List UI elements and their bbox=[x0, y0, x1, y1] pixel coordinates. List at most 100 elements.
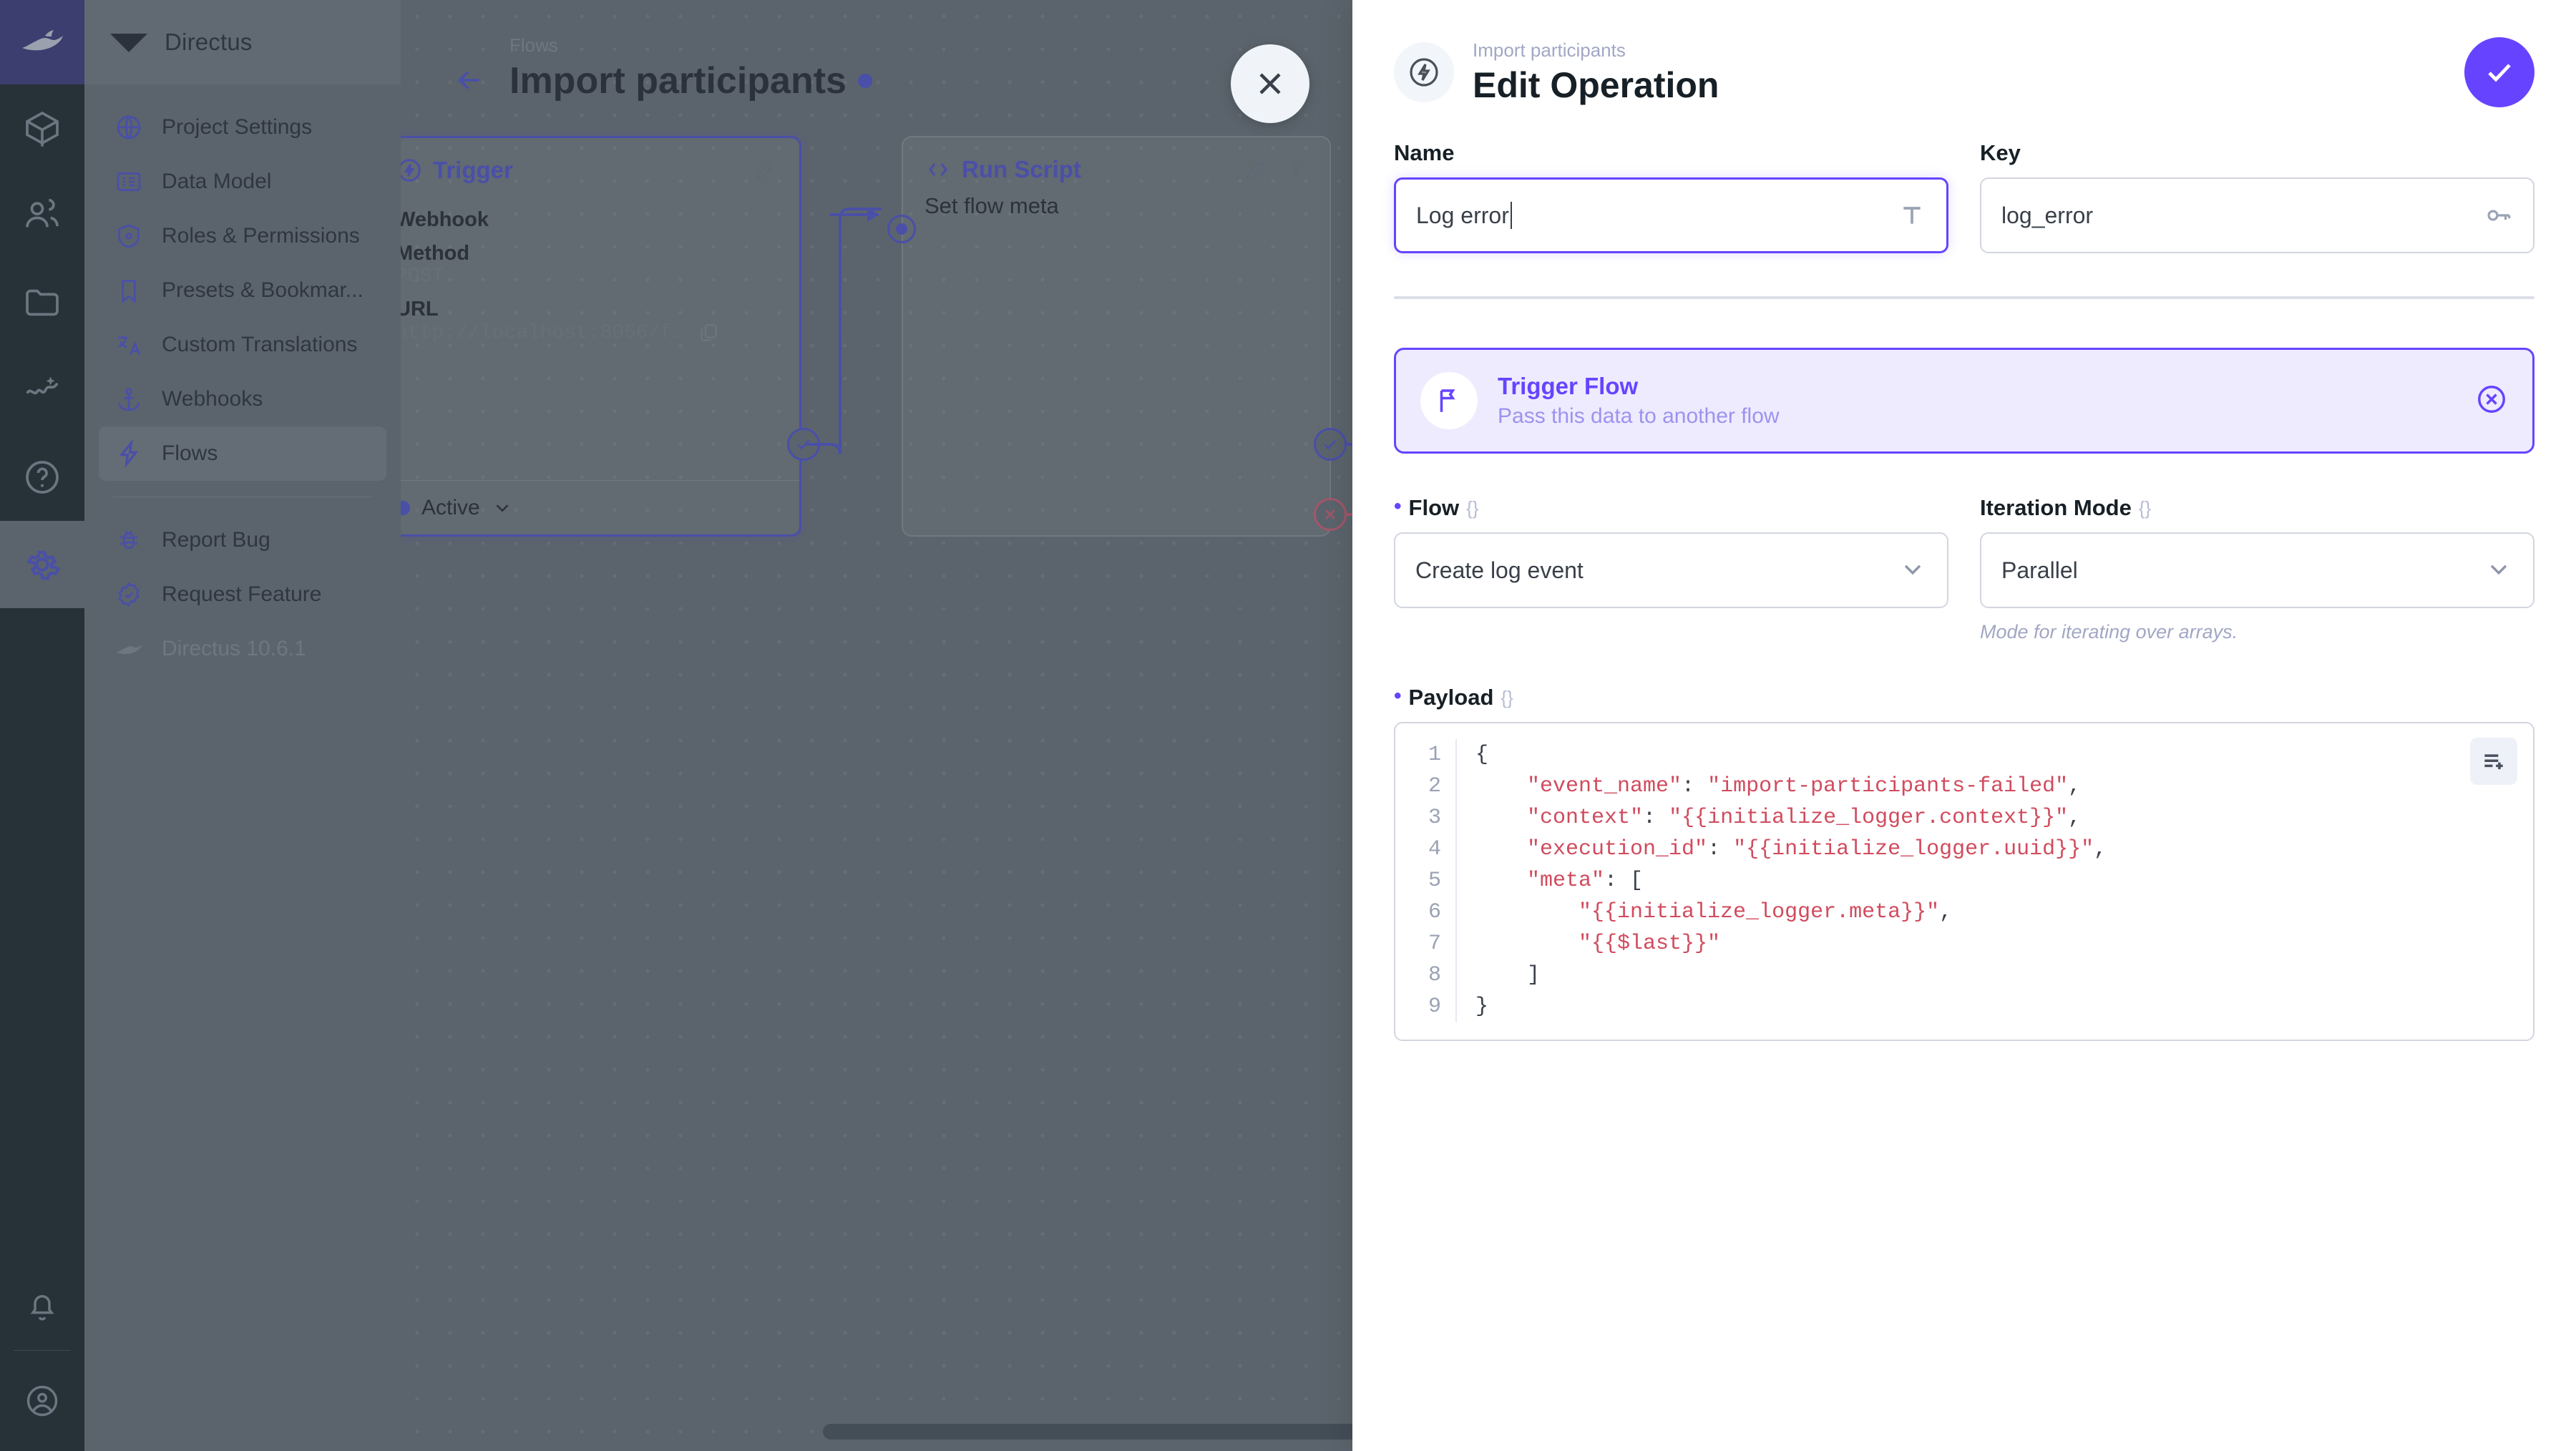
sidebar-item-roles-permissions[interactable]: Roles & Permissions bbox=[99, 209, 386, 263]
sidebar-item-project-settings[interactable]: Project Settings bbox=[99, 100, 386, 155]
node-status[interactable]: Active bbox=[401, 480, 799, 534]
code-token-punct: { bbox=[1475, 743, 1489, 767]
status-dot bbox=[401, 500, 410, 515]
settings-nav-panel: Directus Project Settings Data Model Rol… bbox=[84, 0, 401, 1451]
rail-item-content[interactable] bbox=[0, 84, 84, 172]
copy-icon[interactable] bbox=[697, 321, 720, 344]
sidebar-item-data-model[interactable]: Data Model bbox=[99, 155, 386, 209]
payload-field-label: • Payload {} bbox=[1394, 684, 1513, 710]
payload-code-editor[interactable]: 1 {2 "event_name": "import-participants-f… bbox=[1394, 722, 2534, 1041]
code-line-number: 9 bbox=[1395, 991, 1457, 1022]
code-line-content: "event_name": "import-participants-faile… bbox=[1457, 771, 2081, 802]
sidebar-item-request-feature[interactable]: Request Feature bbox=[99, 567, 386, 622]
flow-node-run-script[interactable]: Run Script Set flow meta bbox=[902, 136, 1331, 537]
code-token-string: "import-participants-failed" bbox=[1707, 774, 2069, 798]
drawer-header: Import participants Edit Operation bbox=[1352, 0, 2576, 107]
chevron-down-icon bbox=[2484, 554, 2513, 587]
rail-item-settings[interactable] bbox=[0, 521, 84, 608]
sidebar-item-report-bug[interactable]: Report Bug bbox=[99, 513, 386, 567]
clear-operation-button[interactable] bbox=[2475, 383, 2508, 419]
flow-field-group: • Flow {} Create log event bbox=[1394, 495, 1948, 643]
payload-braces-icon: {} bbox=[1501, 686, 1513, 708]
check-icon bbox=[2488, 64, 2511, 82]
sidebar-item-flows[interactable]: Flows bbox=[99, 426, 386, 481]
code-line: 3 "context": "{{initialize_logger.contex… bbox=[1395, 802, 2533, 834]
sidebar-item-label: Presets & Bookmar... bbox=[162, 278, 364, 302]
playlist-add-icon[interactable] bbox=[2470, 738, 2517, 785]
code-line-number: 1 bbox=[1395, 739, 1457, 771]
sidebar-item-label: Report Bug bbox=[162, 528, 270, 552]
sidebar-item-label: Custom Translations bbox=[162, 333, 358, 356]
key-field-label: Key bbox=[1980, 140, 2534, 166]
flow-topbar: Flows Import participants bbox=[401, 0, 2576, 107]
close-button[interactable] bbox=[1231, 44, 1309, 123]
bolt-circle-icon bbox=[401, 159, 421, 182]
key-field-group: Key log_error bbox=[1980, 140, 2534, 253]
payload-field-group: • Payload {} 1 {2 "event_name": "import-p… bbox=[1394, 685, 2534, 1041]
iteration-select-value: Parallel bbox=[2001, 557, 2078, 583]
rail-item-users[interactable] bbox=[0, 172, 84, 259]
unsaved-dot bbox=[857, 74, 872, 88]
code-line: 4 "execution_id": "{{initialize_logger.u… bbox=[1395, 834, 2533, 865]
nav-list: Project Settings Data Model Roles & Perm… bbox=[84, 84, 401, 676]
flow-braces-icon: {} bbox=[1466, 497, 1479, 519]
verified-icon bbox=[113, 579, 145, 610]
chevron-down-icon bbox=[496, 504, 509, 512]
flow-select[interactable]: Create log event bbox=[1394, 532, 1948, 608]
breadcrumb[interactable]: Flows bbox=[509, 34, 558, 56]
sidebar-item-webhooks[interactable]: Webhooks bbox=[99, 372, 386, 426]
flow-node-trigger[interactable]: Trigger Webhook Method POST URL http://l… bbox=[401, 136, 801, 537]
node-actions[interactable] bbox=[753, 158, 778, 182]
rail-item-notifications[interactable] bbox=[0, 1263, 84, 1350]
rail-item-docs[interactable] bbox=[0, 434, 84, 521]
text-format-icon bbox=[1898, 201, 1926, 230]
edit-pencil-icon bbox=[756, 162, 774, 180]
node-success-handle[interactable] bbox=[1314, 428, 1347, 461]
iteration-helper-text: Mode for iterating over arrays. bbox=[1980, 621, 2238, 643]
save-button[interactable] bbox=[2464, 37, 2534, 107]
brand-logo[interactable] bbox=[0, 0, 84, 84]
code-line: 8 ] bbox=[1395, 959, 2533, 991]
text-caret bbox=[1510, 202, 1512, 229]
bolt-icon bbox=[113, 438, 145, 469]
code-token-punct: : bbox=[1682, 774, 1708, 798]
operation-type-card[interactable]: Trigger Flow Pass this data to another f… bbox=[1394, 348, 2534, 454]
code-line: 5 "meta": [ bbox=[1395, 865, 2533, 897]
arrow-left-icon bbox=[457, 71, 479, 89]
node-error-handle[interactable] bbox=[1314, 498, 1347, 531]
key-input-value: log_error bbox=[2001, 202, 2094, 228]
code-line-content: } bbox=[1457, 991, 1488, 1022]
nav-brand-label: Directus bbox=[165, 29, 253, 55]
sidebar-item-custom-translations[interactable]: Custom Translations bbox=[99, 318, 386, 372]
node-input-handle[interactable] bbox=[887, 215, 916, 243]
sidebar-item-label: Roles & Permissions bbox=[162, 224, 360, 248]
node-actions[interactable] bbox=[1244, 157, 1308, 182]
node-title: Trigger bbox=[433, 157, 513, 183]
admin-panel-icon bbox=[113, 220, 145, 252]
sidebar-item-label: Project Settings bbox=[162, 115, 313, 139]
node-field-label: Webhook bbox=[401, 208, 489, 231]
code-line-number: 6 bbox=[1395, 897, 1457, 928]
people-icon bbox=[26, 198, 59, 228]
flag-icon bbox=[1420, 372, 1478, 429]
node-header-left: Run Script bbox=[924, 156, 1081, 183]
code-line-number: 2 bbox=[1395, 771, 1457, 802]
iteration-field-group: Iteration Mode {} Parallel Mode for iter… bbox=[1980, 495, 2534, 643]
back-button[interactable] bbox=[442, 53, 497, 107]
key-input[interactable]: log_error bbox=[1980, 177, 2534, 253]
page-title-text: Import participants bbox=[509, 60, 847, 102]
name-input[interactable]: Log error bbox=[1394, 177, 1948, 253]
rail-item-account[interactable] bbox=[0, 1351, 84, 1451]
code-rows[interactable]: 1 {2 "event_name": "import-participants-f… bbox=[1395, 739, 2533, 1022]
iteration-select[interactable]: Parallel bbox=[1980, 532, 2534, 608]
code-token-string: "execution_id" bbox=[1475, 837, 1708, 861]
rail-item-insights[interactable] bbox=[0, 346, 84, 434]
code-line-content: ] bbox=[1457, 959, 1540, 991]
close-icon bbox=[1325, 509, 1335, 519]
node-success-handle[interactable] bbox=[787, 428, 820, 461]
check-icon bbox=[797, 439, 810, 450]
iteration-braces-icon: {} bbox=[2138, 497, 2152, 519]
rail-item-files[interactable] bbox=[0, 259, 84, 346]
sidebar-item-presets-bookmarks[interactable]: Presets & Bookmar... bbox=[99, 263, 386, 318]
close-icon bbox=[1259, 73, 1281, 94]
